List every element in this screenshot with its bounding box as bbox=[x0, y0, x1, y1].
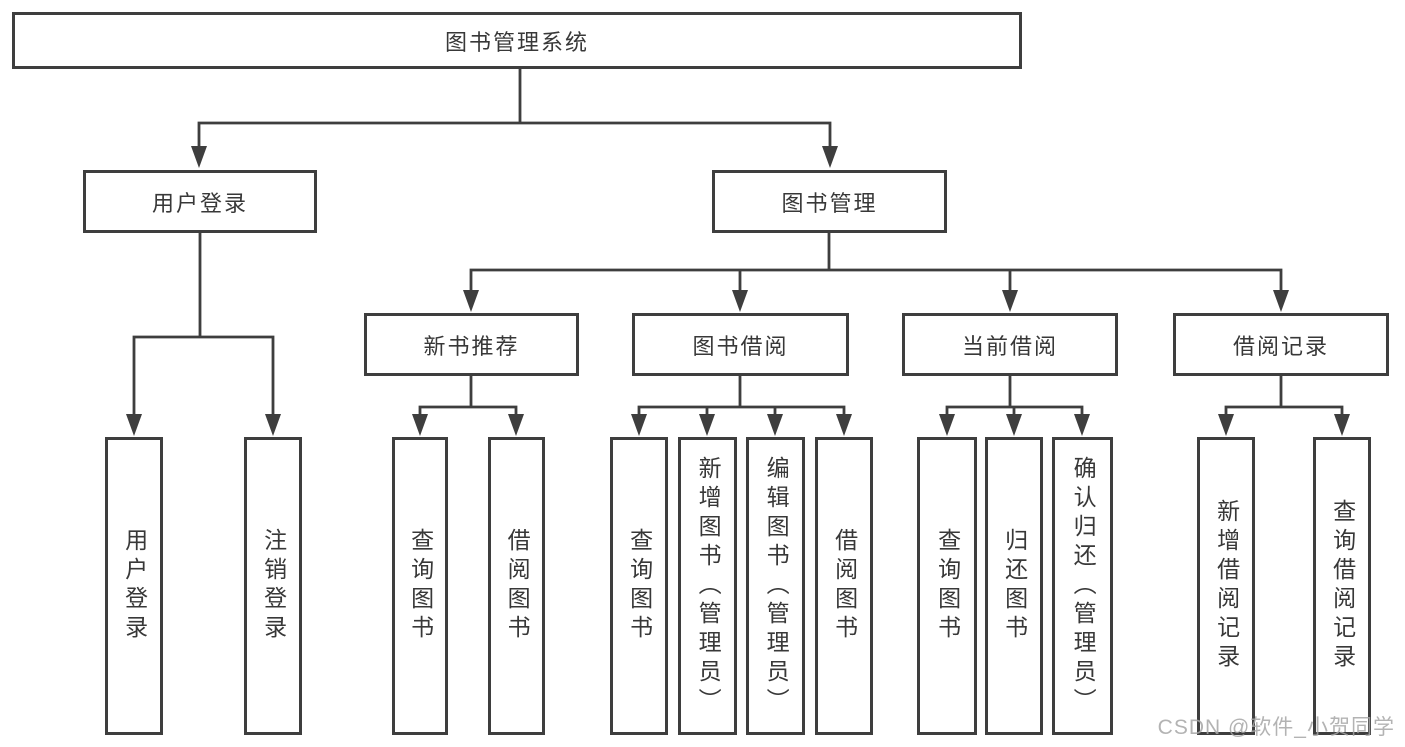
node-label: 查询图书 bbox=[407, 528, 434, 644]
node-label: 借阅图书 bbox=[831, 528, 858, 644]
node-label: 借阅记录 bbox=[1232, 333, 1329, 359]
node-label: 图书管理系统 bbox=[444, 29, 589, 55]
node-book-management: 图书管理 bbox=[712, 170, 947, 233]
node-user-login: 用户登录 bbox=[83, 170, 317, 233]
leaf-borrow-books-recommend: 借阅图书 bbox=[488, 437, 545, 735]
leaf-return-book: 归还图书 bbox=[985, 437, 1043, 735]
node-label: 用户登录 bbox=[121, 528, 148, 644]
node-label: 用户登录 bbox=[151, 190, 248, 216]
leaf-logout: 注销登录 bbox=[244, 437, 302, 735]
node-label: 借阅图书 bbox=[504, 528, 531, 644]
leaf-confirm-return-admin: 确认归还（管理员） bbox=[1052, 437, 1113, 735]
leaf-edit-book-admin: 编辑图书（管理员） bbox=[746, 437, 805, 735]
node-label: 查询图书 bbox=[626, 528, 653, 644]
leaf-query-books-recommend: 查询图书 bbox=[392, 437, 448, 735]
node-label: 注销登录 bbox=[260, 528, 287, 644]
node-label: 查询借阅记录 bbox=[1329, 499, 1356, 673]
node-label: 查询图书 bbox=[934, 528, 961, 644]
node-label: 归还图书 bbox=[1001, 528, 1028, 644]
node-label: 确认归还（管理员） bbox=[1070, 455, 1097, 717]
node-label: 新增图书（管理员） bbox=[695, 455, 722, 717]
node-current-borrow: 当前借阅 bbox=[902, 313, 1118, 376]
node-book-borrow: 图书借阅 bbox=[632, 313, 849, 376]
node-label: 图书借阅 bbox=[692, 333, 789, 359]
leaf-query-books-current: 查询图书 bbox=[917, 437, 977, 735]
csdn-watermark: CSDN @软件_小贺同学 bbox=[1157, 716, 1395, 739]
node-label: 新增借阅记录 bbox=[1213, 499, 1240, 673]
leaf-add-book-admin: 新增图书（管理员） bbox=[678, 437, 737, 735]
leaf-user-login: 用户登录 bbox=[105, 437, 163, 735]
node-label: 新书推荐 bbox=[423, 333, 520, 359]
node-label: 编辑图书（管理员） bbox=[763, 455, 790, 717]
leaf-query-borrow-record: 查询借阅记录 bbox=[1313, 437, 1371, 735]
node-label: 当前借阅 bbox=[961, 333, 1058, 359]
arrowheads bbox=[126, 146, 1350, 436]
node-label: 图书管理 bbox=[781, 190, 878, 216]
leaf-add-borrow-record: 新增借阅记录 bbox=[1197, 437, 1255, 735]
leaf-borrow-books: 借阅图书 bbox=[815, 437, 873, 735]
node-root-system: 图书管理系统 bbox=[12, 12, 1022, 69]
node-new-book-recommend: 新书推荐 bbox=[364, 313, 579, 376]
node-borrow-records: 借阅记录 bbox=[1173, 313, 1389, 376]
leaf-query-books-borrow: 查询图书 bbox=[610, 437, 668, 735]
